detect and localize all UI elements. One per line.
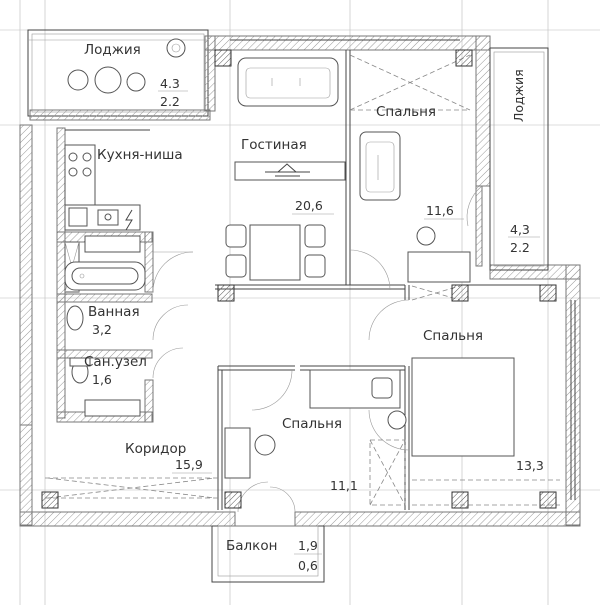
balcony (211, 525, 325, 583)
living-furniture (225, 57, 346, 281)
area-bedroom-top: 11,6 (426, 203, 454, 218)
room-labels: Лоджия 4.3 2.2 Лоджия 4,3 2.2 Кухня-ниша… (84, 42, 544, 573)
label-bedroom-right: Спальня (423, 328, 483, 344)
bedroom-mid-furniture (224, 369, 407, 479)
area-loggia-right: 4,3 (510, 222, 530, 237)
area-wc: 1,6 (92, 372, 112, 387)
bedroom-top-furniture (359, 131, 471, 283)
area-balcony: 1,9 (298, 538, 318, 553)
width-loggia-left: 2.2 (160, 94, 180, 109)
area-living: 20,6 (295, 198, 323, 213)
label-loggia-right: Лоджия (511, 69, 526, 122)
label-bath: Ванная (88, 304, 140, 320)
area-bath: 3,2 (92, 322, 112, 337)
label-living: Гостиная (241, 137, 307, 153)
width-balcony: 0,6 (298, 558, 318, 573)
area-corridor: 15,9 (175, 457, 203, 472)
label-balcony: Балкон (226, 538, 277, 554)
outer-walls (19, 35, 581, 527)
area-bedroom-right: 13,3 (516, 458, 544, 473)
label-bedroom-mid: Спальня (282, 416, 342, 432)
label-bedroom-top: Спальня (376, 104, 436, 120)
area-loggia-left: 4.3 (160, 76, 180, 91)
label-kitchen: Кухня-ниша (97, 147, 183, 163)
label-loggia-left: Лоджия (84, 42, 141, 58)
label-corridor: Коридор (125, 441, 186, 457)
width-loggia-right: 2.2 (510, 240, 530, 255)
columns (41, 49, 557, 509)
bath-fixtures (64, 235, 146, 417)
windows (230, 39, 576, 500)
dashed-lines (45, 54, 560, 506)
area-bedroom-mid: 11,1 (330, 478, 358, 493)
kitchen-fixtures (64, 144, 141, 231)
loggia-right (489, 47, 549, 271)
bedroom-right-furniture (411, 357, 515, 457)
label-wc: Сан.узел (84, 354, 147, 370)
